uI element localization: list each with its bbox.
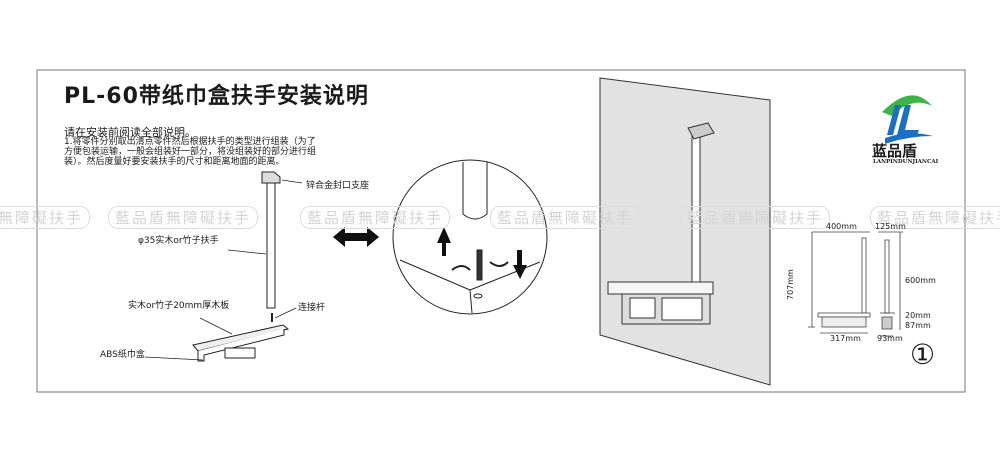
frame — [36, 69, 966, 393]
dim-box-depth: 93mm — [877, 334, 903, 343]
instruction-line: 装）。然后度量好要安装扶手的尺寸和距离地面的距离。 — [64, 157, 285, 167]
dim-depth-top: 125mm — [875, 222, 906, 231]
label-rail: φ35实木or竹子扶手 — [138, 236, 219, 246]
watermark: 藍品盾無障礙扶手 — [300, 206, 451, 229]
instruction-line: 方便包装运输，一般会组装好一部分，将没组装好的部分进行组 — [64, 147, 317, 157]
exploded-parts — [144, 171, 303, 362]
instruction-line: 1.将零件分别取出清点零件然后根据扶手的类型进行组装（为了 — [64, 137, 316, 147]
logo — [882, 95, 933, 144]
watermark: 藍品盾無障礙扶手 — [108, 206, 259, 229]
dim-height: 707mm — [786, 269, 795, 300]
dim-box-width: 317mm — [830, 334, 861, 343]
wall-installation — [599, 77, 771, 386]
label-board: 实木or竹子20mm厚木板 — [128, 301, 230, 311]
dimension-drawing — [808, 231, 903, 337]
dim-rail-len: 600mm — [905, 276, 936, 285]
watermark: 藍品盾無障礙扶手 — [0, 206, 91, 229]
label-box: ABS纸巾盒 — [100, 350, 145, 360]
watermark: 藍品盾無障礙扶手 — [680, 206, 831, 229]
logo-pinyin: LANPINDUNJIANCAI — [873, 159, 939, 165]
watermark: 藍品盾無障礙扶手 — [490, 206, 641, 229]
step-number: ① — [910, 338, 936, 371]
detail-circle — [392, 159, 548, 315]
watermark: 藍品盾無障礙扶手 — [870, 206, 1000, 229]
double-arrow-icon — [333, 227, 379, 247]
dim-board: 20mm — [905, 311, 931, 320]
subtitle: 请在安装前阅读全部说明。 — [64, 126, 196, 139]
dim-box: 87mm — [905, 321, 931, 330]
label-rod: 连接杆 — [298, 303, 326, 313]
logo-name: 蓝品盾 — [872, 142, 918, 160]
label-bracket: 锌合金封口支座 — [306, 181, 370, 191]
page-title: PL-60带纸巾盒扶手安装说明 — [64, 84, 369, 109]
dim-width: 400mm — [826, 222, 857, 231]
